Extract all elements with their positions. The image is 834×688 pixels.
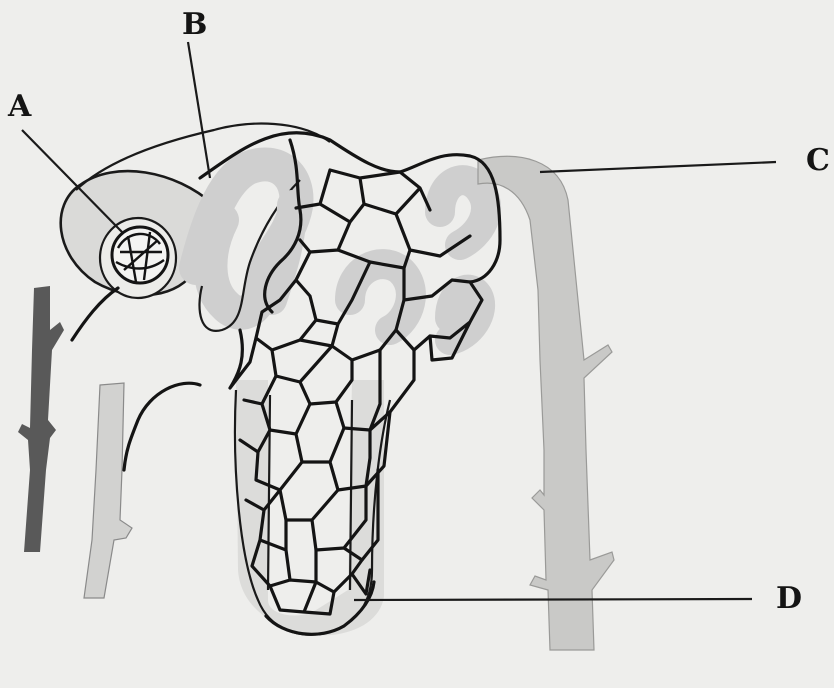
label-d: D: [776, 581, 802, 616]
glomerulus: [112, 227, 168, 283]
leader-line-d: [354, 599, 752, 600]
label-a: A: [7, 89, 32, 124]
label-c: C: [806, 143, 830, 178]
label-b: B: [182, 7, 207, 42]
